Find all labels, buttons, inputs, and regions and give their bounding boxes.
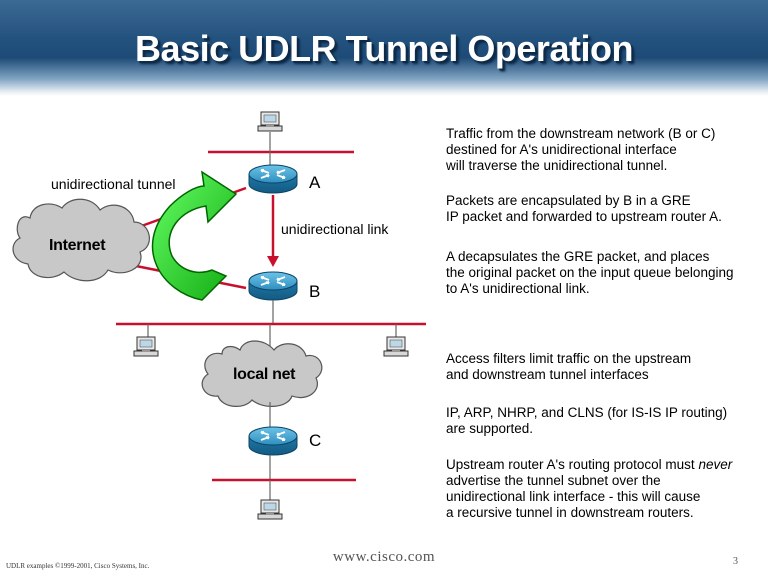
copyright-footer: UDLR examples ©1999-2001, Cisco Systems,… — [6, 562, 150, 570]
internet-cloud-label: Internet — [49, 237, 106, 254]
router-c-icon — [248, 426, 298, 456]
text-line: IP packet and forwarded to upstream rout… — [446, 209, 722, 224]
footer-url: www.cisco.com — [332, 549, 436, 565]
link-label: unidirectional link — [281, 221, 389, 237]
text-line: Packets are encapsulated by B in a GRE — [446, 193, 691, 208]
text-block-protocols: IP, ARP, NHRP, and CLNS (for IS-IS IP ro… — [446, 405, 764, 437]
internet-cloud — [12, 198, 150, 282]
router-b-label: B — [309, 282, 321, 301]
text-line: destined for A's unidirectional interfac… — [446, 142, 677, 157]
text-line: IP, ARP, NHRP, and CLNS (for IS-IS IP ro… — [446, 405, 728, 420]
text-block-routing-warning: Upstream router A's routing protocol mus… — [446, 457, 764, 521]
router-a-icon — [248, 164, 298, 194]
text-line: will traverse the unidirectional tunnel. — [446, 158, 668, 173]
text-line: Upstream router A's routing protocol mus… — [446, 457, 764, 473]
text-line: A decapsulates the GRE packet, and place… — [446, 249, 710, 264]
router-a-label: A — [309, 173, 321, 192]
text-line: advertise the tunnel subnet over the — [446, 473, 661, 488]
right-workstation-icon — [383, 336, 409, 357]
unidirectional-tunnel-arrow — [151, 170, 238, 301]
emphasis-never: never — [698, 457, 733, 472]
text-line: the original packet on the input queue b… — [446, 265, 734, 280]
text-line: are supported. — [446, 421, 534, 436]
text-line: Access filters limit traffic on the upst… — [446, 351, 692, 366]
page-number: 3 — [733, 556, 738, 567]
text-block-decapsulation: A decapsulates the GRE packet, and place… — [446, 249, 764, 297]
text-line: and downstream tunnel interfaces — [446, 367, 649, 382]
text-line-prefix: Upstream router A's routing protocol mus… — [446, 457, 699, 472]
text-block-access-filters: Access filters limit traffic on the upst… — [446, 351, 764, 383]
unidirectional-link-arrowhead — [267, 256, 279, 267]
text-line: unidirectional link interface - this wil… — [446, 489, 701, 504]
text-block-traffic: Traffic from the downstream network (B o… — [446, 126, 764, 174]
text-line: a recursive tunnel in downstream routers… — [446, 505, 694, 520]
text-line: to A's unidirectional link. — [446, 281, 590, 296]
local-net-label: local net — [233, 366, 296, 383]
text-line: Traffic from the downstream network (B o… — [446, 126, 716, 141]
text-block-encapsulation: Packets are encapsulated by B in a GRE I… — [446, 193, 764, 225]
top-workstation-icon — [257, 111, 283, 132]
local-net-cloud — [201, 340, 323, 407]
left-workstation-icon — [133, 336, 159, 357]
router-c-label: C — [309, 431, 322, 450]
router-b-icon — [248, 271, 298, 301]
title-banner: Basic UDLR Tunnel Operation — [0, 0, 768, 96]
bottom-workstation-icon — [257, 499, 283, 520]
tunnel-label: unidirectional tunnel — [51, 176, 176, 192]
slide-title: Basic UDLR Tunnel Operation — [135, 28, 633, 69]
